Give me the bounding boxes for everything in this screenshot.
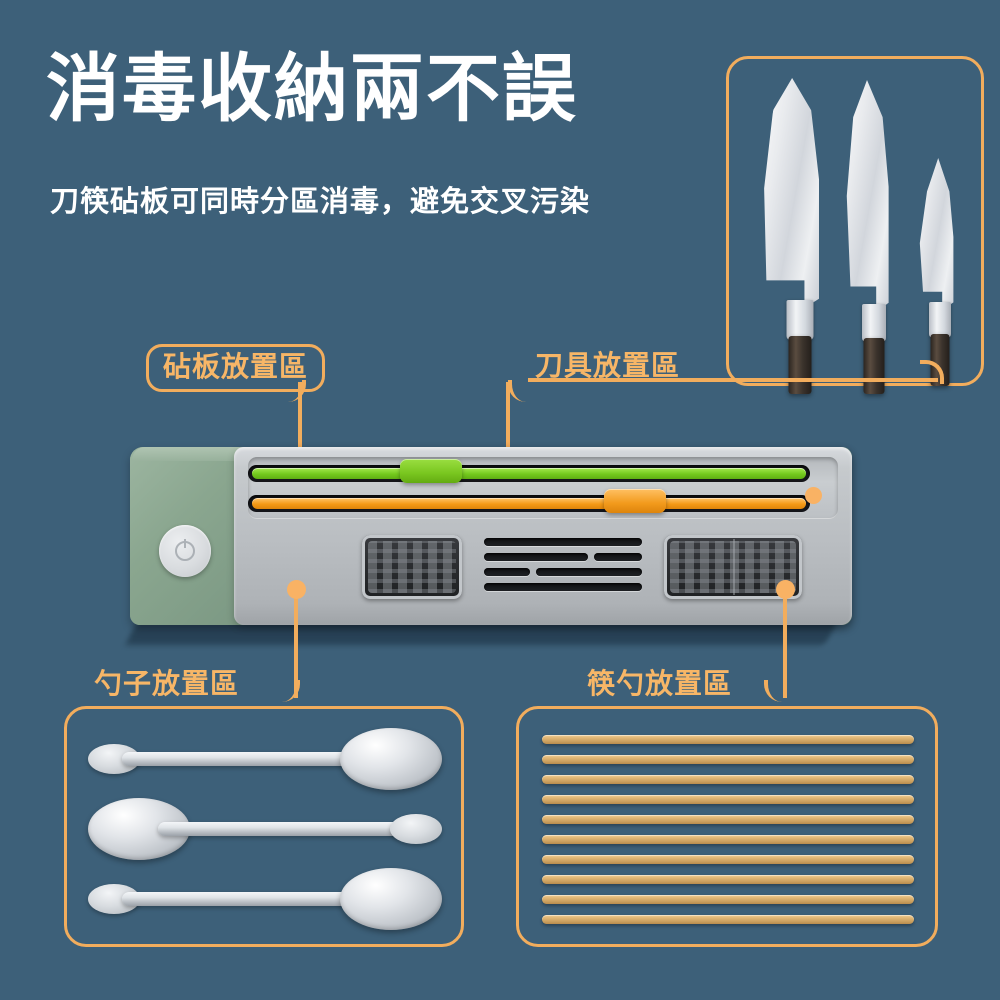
connector-line-cutting-board	[298, 382, 302, 482]
connector-elbow-chopstick	[764, 680, 790, 702]
spoon-3	[88, 866, 442, 932]
paring-knife	[915, 158, 955, 386]
connector-dot-spoon	[287, 580, 306, 599]
device-front-panel	[234, 447, 852, 625]
chopstick	[542, 775, 914, 784]
spoon-stem	[122, 752, 372, 766]
spoon-bowl	[340, 728, 442, 790]
spoon-bowl	[340, 868, 442, 930]
knife-photo-frame	[726, 56, 984, 386]
knife-handle	[863, 338, 885, 394]
basket-divider	[733, 539, 735, 595]
chopstick	[542, 855, 914, 864]
callout-spoon-zone[interactable]: 勺子放置區	[94, 668, 240, 699]
connector-bracket-knife	[528, 378, 938, 382]
knife-bolster	[929, 302, 951, 338]
knife-blade	[764, 78, 819, 308]
sterilizer-device	[124, 443, 852, 645]
connector-elbow-spoon	[274, 680, 300, 702]
connector-dot-chopstick	[776, 580, 795, 599]
connector-dot-knife-rail-end	[805, 487, 822, 504]
connector-line-spoon	[294, 588, 298, 698]
basket-mesh	[670, 541, 796, 593]
vent-slot	[484, 568, 530, 576]
rail-fill	[252, 498, 806, 509]
spoon-1	[88, 726, 442, 792]
callout-cutting-board-zone[interactable]: 砧板放置區	[146, 344, 326, 392]
chopstick	[542, 895, 914, 904]
page-subtitle: 刀筷砧板可同時分區消毒，避免交叉污染	[50, 186, 591, 218]
connector-elbow-knife-right	[920, 360, 944, 384]
knife-grip[interactable]	[604, 489, 666, 513]
knife-handle	[788, 336, 812, 394]
power-icon	[175, 541, 195, 561]
spoon-2	[88, 796, 442, 862]
chopstick-photo-frame	[516, 706, 938, 947]
cutting-board-grip[interactable]	[400, 459, 462, 483]
page-title: 消毒收納兩不誤	[46, 47, 578, 130]
device-left-panel	[130, 447, 248, 625]
chopstick	[542, 815, 914, 824]
spoon-stem	[158, 822, 408, 836]
connector-elbow-knife	[508, 380, 534, 402]
chef-knife	[763, 78, 819, 394]
spoon-basket-left[interactable]	[362, 535, 462, 599]
vent-slot	[484, 538, 642, 546]
callout-chopstick-spoon-zone[interactable]: 筷勺放置區	[587, 668, 733, 699]
cutting-board-rail[interactable]	[248, 465, 810, 482]
vent-slot	[536, 568, 642, 576]
power-button[interactable]	[159, 525, 211, 577]
chopstick	[542, 735, 914, 744]
knife-rail[interactable]	[248, 495, 810, 512]
santoku-knife	[844, 80, 890, 394]
chopstick	[542, 875, 914, 884]
center-vent	[482, 535, 644, 599]
chopstick	[542, 915, 914, 924]
vent-slot	[594, 553, 642, 561]
knife-bolster	[862, 304, 886, 342]
chopstick-basket-right[interactable]	[664, 535, 802, 599]
spoon-photo-frame	[64, 706, 464, 947]
basket-mesh	[368, 541, 456, 593]
chopstick	[542, 755, 914, 764]
vent-slot	[484, 553, 588, 561]
spoon-handle-tip	[390, 814, 442, 844]
chopstick	[542, 795, 914, 804]
callout-knife-zone[interactable]: 刀具放置區	[535, 350, 681, 381]
spoon-stem	[122, 892, 372, 906]
rail-fill	[252, 468, 806, 479]
knife-blade	[919, 158, 954, 310]
knife-bolster	[786, 300, 814, 340]
device-top-edge	[132, 447, 248, 461]
connector-elbow-cutting-board	[280, 380, 306, 402]
chopstick	[542, 835, 914, 844]
connector-line-chopstick	[783, 588, 787, 698]
knife-blade	[846, 80, 889, 312]
vent-slot	[484, 583, 642, 591]
